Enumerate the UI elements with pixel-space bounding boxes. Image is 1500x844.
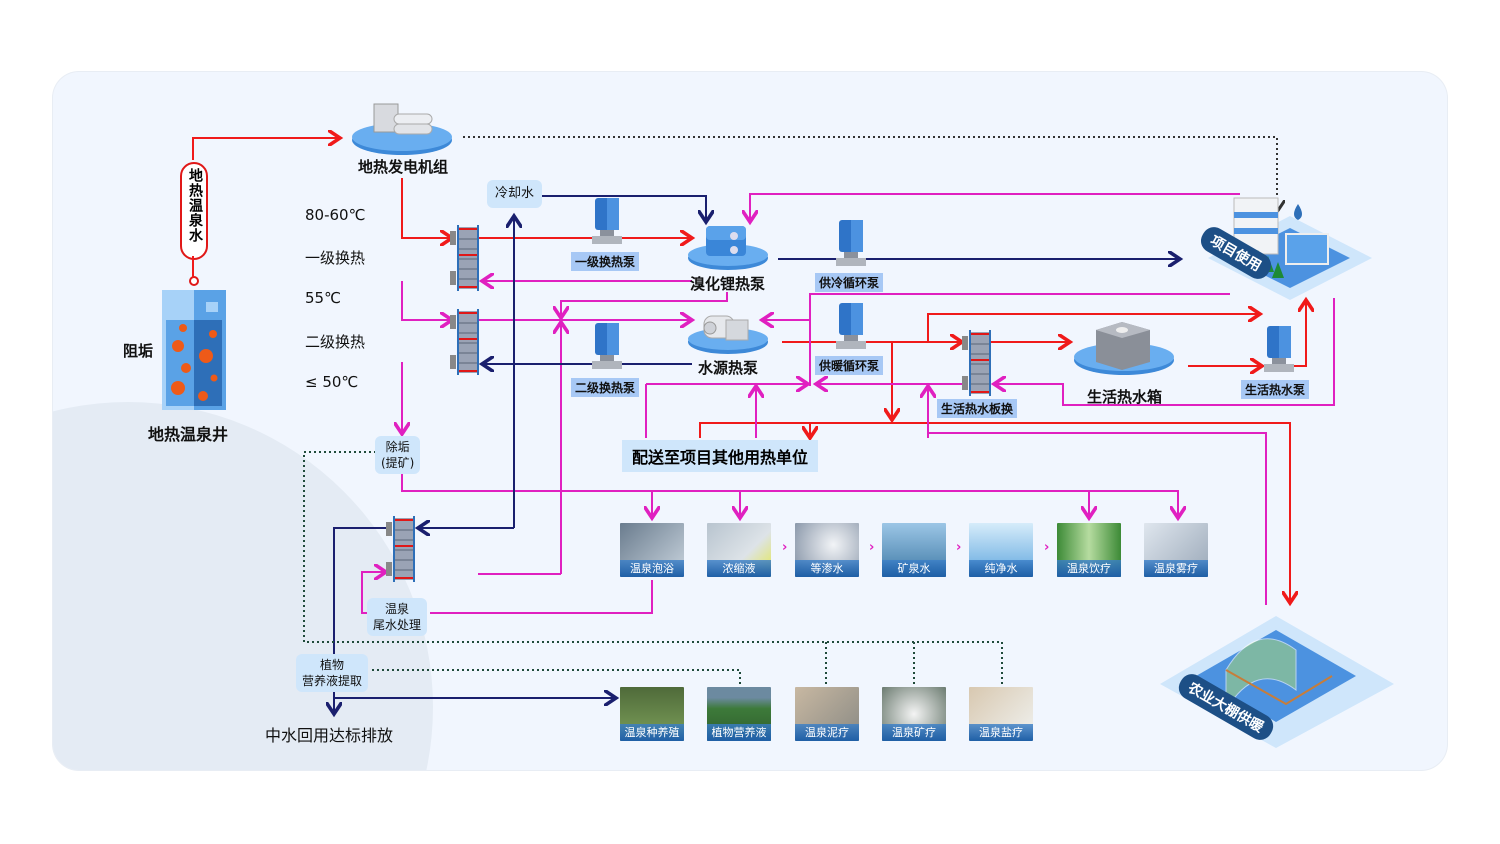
nutrient-extraction-node: 植物 营养液提取 bbox=[296, 654, 369, 692]
descaling-label: 除垢 bbox=[385, 440, 410, 454]
descaling-node: 除垢 (提矿) bbox=[375, 436, 421, 474]
pipe-label-capsule: 地热温泉水 bbox=[180, 162, 208, 260]
pipe-label: 地热温泉水 bbox=[187, 168, 203, 243]
hot-water-tank-icon bbox=[1072, 318, 1176, 382]
dotted-lines bbox=[303, 136, 1277, 686]
domestic-hot-water-exchanger-icon bbox=[962, 330, 991, 396]
plate-heat-exchanger-2-icon bbox=[450, 309, 479, 375]
nutrient-label-2: 营养液提取 bbox=[302, 674, 363, 688]
temp-stage-2: 55℃ bbox=[305, 289, 341, 307]
product-tile: 温泉饮疗 bbox=[1057, 523, 1121, 577]
heating-loop-pump-icon bbox=[836, 303, 866, 349]
heat-exchange-1-label: 一级换热 bbox=[305, 249, 366, 267]
chevron-right-icon: › bbox=[1044, 540, 1050, 555]
tail-water-label-1: 温泉 bbox=[385, 602, 410, 616]
product-label: 温泉泥疗 bbox=[795, 724, 859, 741]
product-label: 矿泉水 bbox=[882, 560, 946, 577]
product-label: 温泉雾疗 bbox=[1144, 560, 1208, 577]
domestic-hot-water-pump-icon bbox=[1264, 326, 1294, 372]
diagram-canvas bbox=[53, 72, 1447, 770]
tail-water-label-2: 尾水处理 bbox=[373, 618, 422, 632]
hot-water-tank-label: 生活热水箱 bbox=[1087, 388, 1163, 406]
product-tile: 纯净水 bbox=[969, 523, 1033, 577]
product-tile: 等渗水 bbox=[795, 523, 859, 577]
cooling-loop-pump-tag: 供冷循环泵 bbox=[815, 273, 884, 292]
primary-pump-icon bbox=[592, 198, 622, 244]
cooling-loop-pump-icon bbox=[836, 220, 866, 266]
product-label: 温泉泡浴 bbox=[620, 560, 684, 577]
tail-water-treatment-node: 温泉 尾水处理 bbox=[367, 598, 428, 636]
chevron-right-icon: › bbox=[782, 540, 788, 555]
product-tile: 温泉盐疗 bbox=[969, 687, 1033, 741]
cooling-water-node: 冷却水 bbox=[487, 180, 543, 208]
chevron-right-icon: › bbox=[956, 540, 962, 555]
product-tile: 温泉泥疗 bbox=[795, 687, 859, 741]
temp-stage-3: ≤ 50℃ bbox=[305, 373, 359, 391]
libr-heat-pump-icon bbox=[686, 222, 770, 276]
product-label: 温泉种养殖 bbox=[620, 724, 684, 741]
water-source-heat-pump-icon bbox=[686, 306, 770, 360]
product-label: 等渗水 bbox=[795, 560, 859, 577]
heating-loop-pump-tag: 供暖循环泵 bbox=[815, 356, 884, 375]
product-tile: 温泉矿疗 bbox=[882, 687, 946, 741]
libr-heat-pump-label: 溴化锂热泵 bbox=[690, 275, 766, 293]
plate-heat-exchanger-3-icon bbox=[386, 516, 415, 582]
product-label: 纯净水 bbox=[969, 560, 1033, 577]
secondary-pump-tag: 二级换热泵 bbox=[571, 378, 640, 397]
heat-exchange-2-label: 二级换热 bbox=[305, 333, 366, 351]
hot-water-lines bbox=[192, 138, 1306, 603]
distribute-to-other-units: 配送至项目其他用热单位 bbox=[622, 440, 819, 472]
nutrient-label-1: 植物 bbox=[320, 658, 345, 672]
product-tile: 温泉雾疗 bbox=[1144, 523, 1208, 577]
secondary-pump-icon bbox=[592, 323, 622, 369]
anti-scaling-label: 阻垢 bbox=[123, 342, 154, 360]
water-source-heat-pump-label: 水源热泵 bbox=[698, 359, 759, 377]
product-tile: 浓缩液 bbox=[707, 523, 771, 577]
geothermal-generator-label: 地热发电机组 bbox=[358, 158, 449, 176]
product-tile: 植物营养液 bbox=[707, 687, 771, 741]
hot-spring-well-label: 地热温泉井 bbox=[148, 425, 229, 444]
product-label: 温泉盐疗 bbox=[969, 724, 1033, 741]
mineral-extraction-label: (提矿) bbox=[381, 456, 415, 470]
product-tile: 温泉种养殖 bbox=[620, 687, 684, 741]
hot-spring-well-icon bbox=[162, 290, 226, 410]
product-label: 浓缩液 bbox=[707, 560, 771, 577]
domestic-pump-tag: 生活热水泵 bbox=[1241, 380, 1310, 399]
product-tile: 温泉泡浴 bbox=[620, 523, 684, 577]
product-label: 温泉饮疗 bbox=[1057, 560, 1121, 577]
product-label: 植物营养液 bbox=[707, 724, 771, 741]
reclaimed-water-discharge-label: 中水回用达标排放 bbox=[265, 726, 394, 745]
product-tile: 矿泉水 bbox=[882, 523, 946, 577]
chevron-right-icon: › bbox=[869, 540, 875, 555]
primary-pump-tag: 一级换热泵 bbox=[571, 252, 640, 271]
domestic-hx-tag: 生活热水板换 bbox=[937, 399, 1018, 418]
plate-heat-exchanger-1-icon bbox=[450, 225, 479, 291]
product-label: 温泉矿疗 bbox=[882, 724, 946, 741]
temp-stage-1: 80-60℃ bbox=[305, 206, 366, 224]
geothermal-generator-icon bbox=[350, 96, 454, 162]
